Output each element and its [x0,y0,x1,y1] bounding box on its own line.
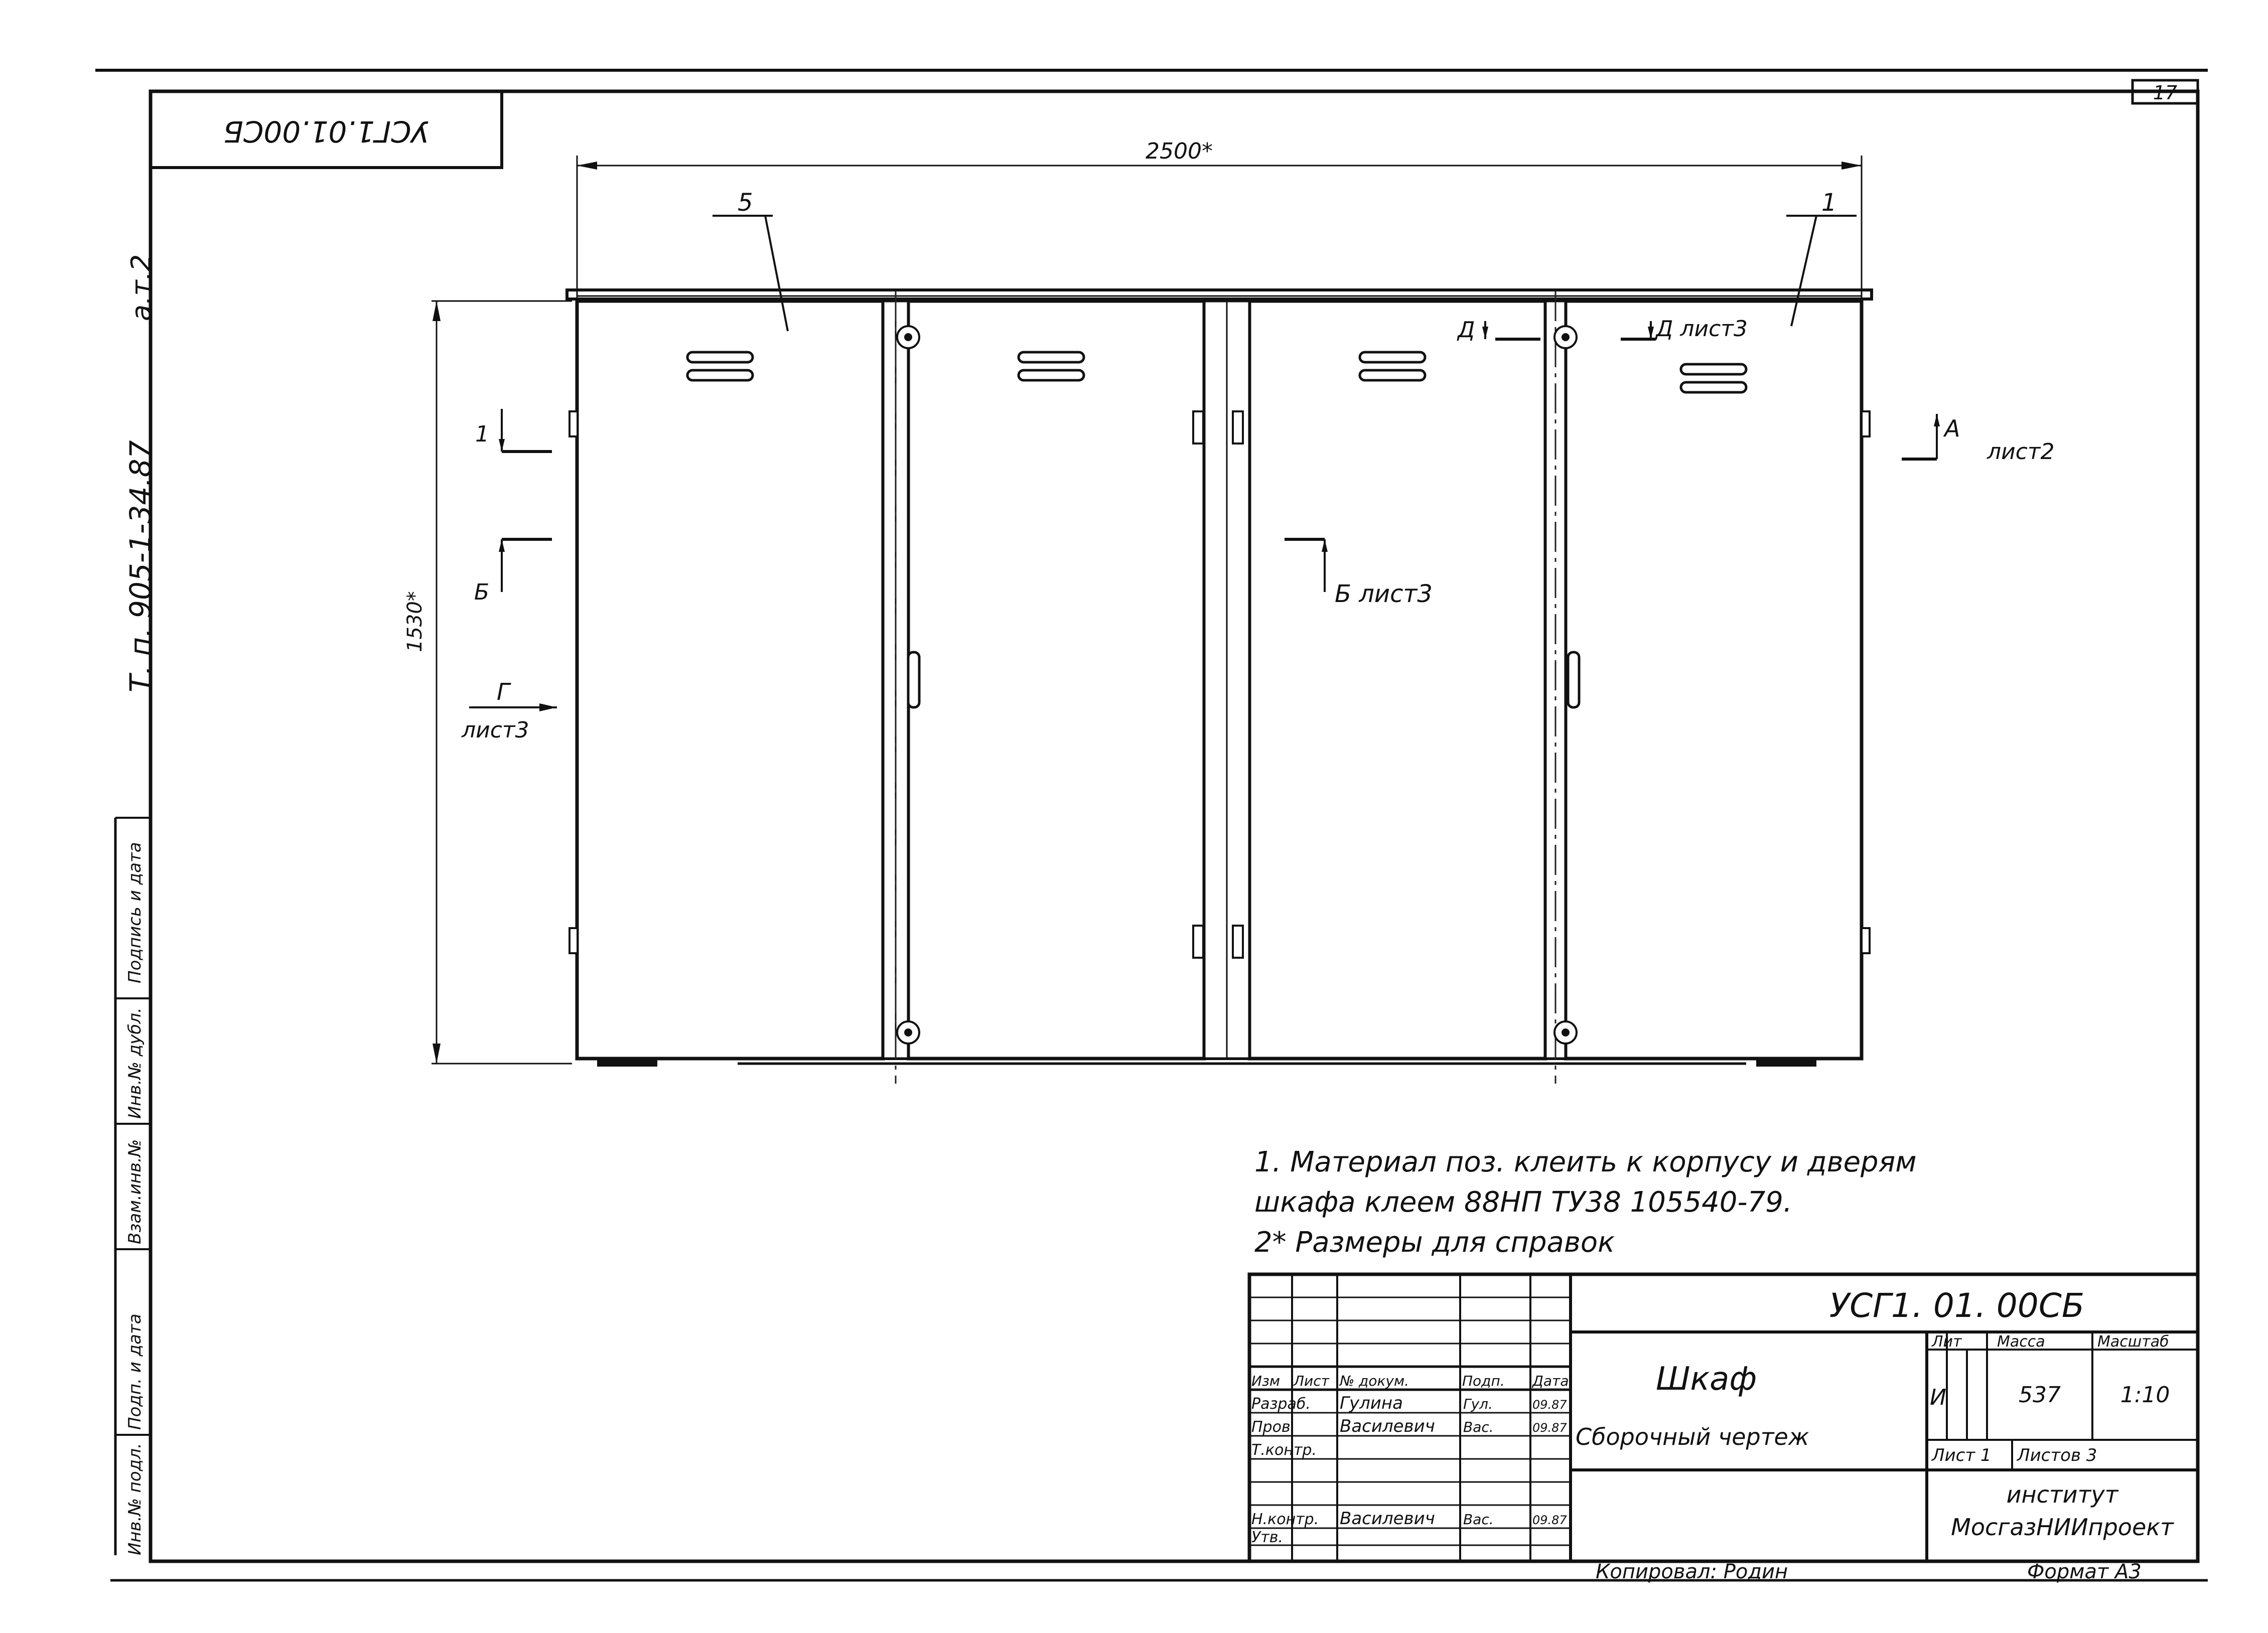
note-line-3: 2* Размеры для справок [1254,1226,1615,1259]
scale-value: 1:10 [2120,1382,2170,1408]
row-prov-name: Василевич [1340,1416,1435,1436]
left-margin-column: Подпись и дата Инв.№ дубл. Взам.инв.№ По… [114,817,151,1555]
view-mark-G: Г лист3 [461,678,557,743]
view-D-left-label: Д [1457,317,1475,343]
scale-label: Масштаб [2097,1333,2169,1351]
lit-label: Лит [1931,1333,1962,1351]
margin-label-replace-inv: Взам.инв.№ [125,1139,145,1244]
row-razrab-sign: Гул. [1463,1396,1493,1412]
row-prov-date: 09.87 [1532,1421,1567,1435]
row-tkontr-role: Т.контр. [1251,1441,1317,1459]
row-razrab-role: Разраб. [1251,1395,1311,1413]
row-razrab-name: Гулина [1340,1393,1403,1413]
door-4 [1564,299,1864,1061]
callout-5-label: 5 [738,189,753,217]
section-A-sheet-label: лист2 [1987,439,2055,465]
section-B-left-label: Б [474,579,489,605]
callout-1-label: 1 [1821,189,1837,217]
designation: УСГ1. 01. 00СБ [1829,1286,2084,1325]
callout-1: 1 [1786,189,1857,327]
section-mark-1-label: 1 [475,421,489,447]
door-handle-left [907,651,921,709]
margin-label-sign-date-2: Подп. и дата [125,1313,145,1430]
row-nkontr-role: Н.контр. [1251,1511,1319,1528]
drawing-frame [149,89,2200,1563]
side-album: а.т.2 [125,254,157,321]
section-A-label: А [1943,415,1960,442]
note-line-1: 1. Материал поз. клеить к корпусу и двер… [1254,1146,1917,1178]
callout-5: 5 [713,189,789,332]
margin-label-dup-inv: Инв.№ дубл. [125,1007,145,1119]
row-prov-sign: Вас. [1463,1419,1494,1435]
stamp-designation: УСГ1.01.00СБ [223,114,429,149]
vent-louvers [686,351,1748,394]
row-utv-role: Утв. [1251,1529,1283,1546]
note-line-2: шкафа клеем 88НП ТУ38 105540-79. [1254,1186,1792,1219]
doc-type: Сборочный чертеж [1576,1423,1809,1450]
col-header-izm: Изм [1251,1373,1280,1389]
mass-label: Масса [1997,1333,2045,1351]
hinges [896,325,1578,1045]
format-label: Формат А3 [2027,1560,2142,1583]
row-razrab-date: 09.87 [1532,1398,1567,1412]
section-B-center-label: Б лист3 [1335,580,1433,608]
door-3 [1247,299,1547,1061]
cabinet-foot-left [597,1059,657,1067]
row-nkontr-date: 09.87 [1532,1513,1567,1527]
margin-label-sign-date: Подпись и дата [125,842,145,983]
notes-block: 1. Материал поз. клеить к корпусу и двер… [1254,1146,1917,1259]
col-header-date: Дата [1531,1373,1569,1389]
mass-value: 537 [2019,1382,2061,1408]
lit-value: И [1930,1385,1946,1410]
sheets-label: Листов 3 [2016,1445,2097,1465]
width-dimension: 2500* [576,138,1863,301]
sheet-number-box [2131,79,2199,105]
view-D-right-label: Д лист3 [1655,316,1748,342]
stamp-box [149,90,503,169]
door-2 [906,299,1206,1061]
section-mark-B-center: Б лист3 [1285,538,1433,608]
col-header-list: Лист [1293,1373,1330,1389]
col-header-sign: Подп. [1462,1373,1505,1389]
section-mark-1: 1 [475,409,552,453]
row-nkontr-sign: Вас. [1463,1511,1494,1528]
org-line-1: институт [2007,1481,2119,1508]
col-header-doc: № докум. [1339,1373,1409,1389]
copied-by: Копировал: Родин [1596,1560,1788,1583]
section-mark-B-left: Б [474,538,552,605]
door-1 [575,299,885,1061]
cabinet-front-view [565,288,1873,1084]
view-mark-D: Д Д лист3 [1457,316,1748,343]
title-block: Изм Лист № докум. Подп. Дата Разраб. Гул… [1247,1272,2200,1563]
view-G-label: Г [497,678,511,705]
latches [569,410,1871,959]
section-mark-A: А лист2 [1902,414,2055,465]
view-G-sheet-label: лист3 [461,717,529,743]
door-handle-right [1567,651,1581,709]
sheet-number: 17 [2153,82,2177,104]
row-prov-role: Пров. [1251,1418,1295,1436]
side-project-number: Т. п. 905-1-34.87 [123,440,158,692]
cabinet-roof [565,288,1873,301]
margin-label-orig-inv: Инв.№ подл. [125,1443,145,1555]
sheet-label: Лист 1 [1931,1445,1992,1465]
height-dimension-label: 1530* [403,591,427,652]
height-dimension: 1530* [403,300,572,1065]
cabinet-foot-right [1756,1059,1816,1067]
drawing-name: Шкаф [1656,1361,1757,1398]
org-line-2: МосгазНИИпроект [1951,1514,2174,1541]
row-nkontr-name: Василевич [1340,1509,1435,1529]
width-dimension-label: 2500* [1146,138,1213,164]
